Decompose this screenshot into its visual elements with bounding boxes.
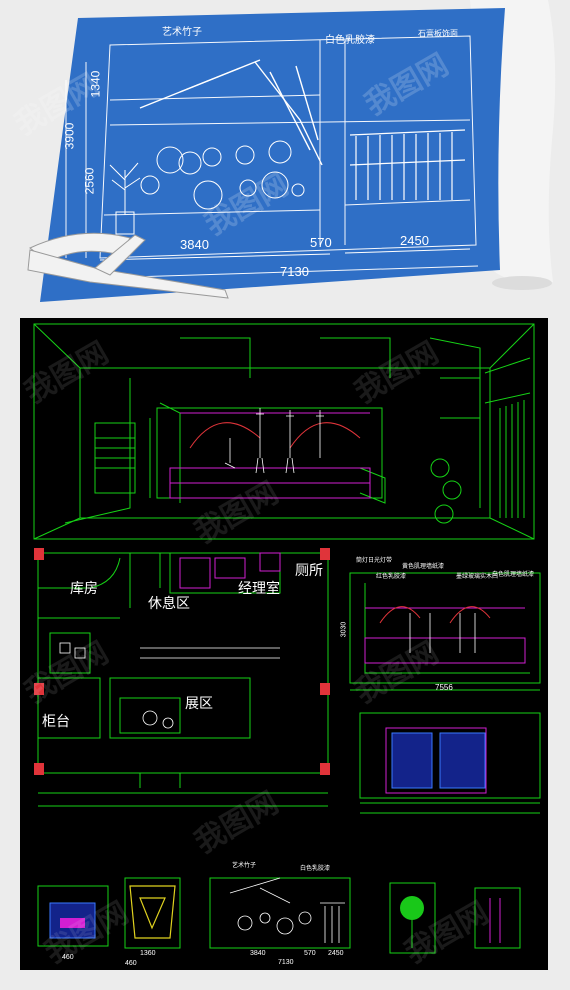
mini-dim-d3: 2450: [328, 950, 344, 957]
elev-note-1: 筒灯日光灯带: [356, 558, 393, 564]
elev-dim-width: 7556: [435, 683, 453, 692]
blueprint-dim-bottom-a: 3840: [180, 237, 209, 252]
elev-note-3: 红色乳胶漆: [376, 574, 407, 580]
elev-note-4: 墨绿玻璃实木凹: [456, 574, 499, 580]
mini-dim-d1: 3840: [250, 950, 266, 957]
room-label-storage: 库房: [70, 580, 98, 596]
mini-dim-d2: 570: [304, 950, 316, 957]
blueprint-label-bamboo: 艺术竹子: [162, 27, 202, 38]
cad-drawing: [33, 323, 541, 954]
room-label-toilet: 厕所: [295, 562, 323, 578]
room-label-lounge: 休息区: [148, 595, 190, 611]
mini-dim-mid2: 460: [125, 960, 137, 967]
blueprint-dim-bottom-b: 570: [310, 235, 332, 250]
mini-dim-total: 7130: [278, 959, 294, 966]
mini-dim-mid: 1360: [140, 950, 156, 957]
mini-subtitle: 白色乳胶漆: [300, 866, 331, 872]
elev-dim-height: 3030: [340, 621, 348, 638]
blueprint-dim-total: 7130: [280, 264, 309, 279]
blueprint-dim-left-mid: 3900: [62, 122, 77, 150]
cad-sheet: 库房 休息区 经理室 厕所 柜台 展区 筒灯日光灯带 黄色肌理墙纸漆 红色乳胶漆…: [19, 318, 548, 971]
blueprint-dim-bottom-c: 2450: [400, 233, 429, 248]
mini-title: 艺术竹子: [232, 863, 257, 869]
blueprint-drawing: [27, 0, 556, 302]
blueprint-label-latex: 白色乳胶漆: [325, 35, 375, 46]
blueprint-label-panel: 石膏板饰面: [418, 29, 458, 38]
room-label-exhibit: 展区: [185, 695, 213, 711]
room-label-manager: 经理室: [238, 580, 280, 596]
mini-dim-left: 460: [62, 954, 74, 961]
blueprint-dim-left-low: 2560: [82, 167, 97, 195]
room-label-counter: 柜台: [42, 713, 70, 729]
elev-note-5: 白色肌理墙纸漆: [492, 572, 535, 578]
blueprint-section: 艺术竹子 白色乳胶漆 石膏板饰面 1340 3900 2560 3840 570…: [0, 0, 570, 305]
elev-note-2: 黄色肌理墙纸漆: [402, 564, 445, 570]
